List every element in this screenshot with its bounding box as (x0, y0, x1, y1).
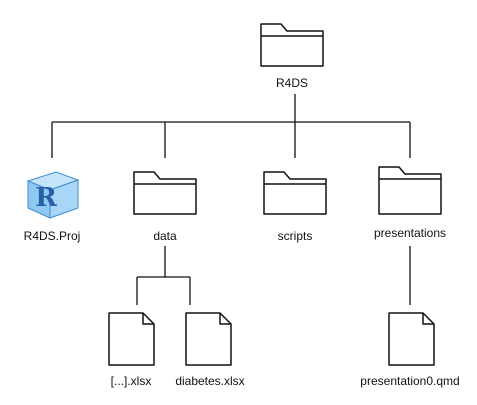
folder-root[interactable]: R4DS (260, 23, 324, 90)
file-label: [...].xlsx (111, 374, 152, 388)
file-label: diabetes.xlsx (175, 374, 244, 388)
file-label: presentation0.qmd (360, 374, 459, 388)
tree-connectors (51, 94, 411, 305)
project-label: R4DS.Proj (24, 229, 81, 243)
folder-data[interactable]: data (133, 171, 197, 243)
folder-scripts[interactable]: scripts (263, 171, 327, 243)
file-icon (108, 312, 155, 366)
folder-label-root: R4DS (276, 76, 308, 90)
project-file[interactable]: R R4DS.Proj (24, 171, 81, 243)
folder-icon (263, 171, 327, 215)
file-xlsx-generic[interactable]: [...].xlsx (108, 312, 155, 388)
r-project-cube-icon: R (26, 171, 80, 219)
file-icon (388, 312, 435, 366)
file-diabetes-xlsx[interactable]: diabetes.xlsx (175, 312, 245, 388)
folder-label-presentations: presentations (374, 226, 446, 240)
folder-label-scripts: scripts (278, 229, 313, 243)
folder-icon (133, 171, 197, 215)
folder-label-data: data (153, 229, 177, 243)
file-icon (185, 312, 232, 366)
svg-text:R: R (35, 183, 57, 213)
folder-presentations[interactable]: presentations (374, 166, 446, 240)
folder-icon (260, 23, 324, 67)
folder-icon (378, 166, 442, 215)
file-presentation0-qmd[interactable]: presentation0.qmd (360, 312, 460, 388)
